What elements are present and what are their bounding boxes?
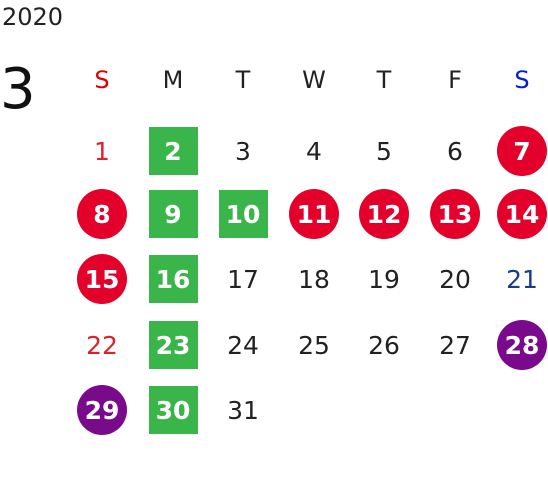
- day-cell[interactable]: 11: [289, 189, 339, 239]
- day-cell[interactable]: 26: [368, 330, 400, 360]
- year-label: 2020: [2, 3, 64, 31]
- day-cell[interactable]: 9: [148, 190, 198, 238]
- day-cell[interactable]: 17: [227, 264, 259, 294]
- day-cell[interactable]: 4: [306, 136, 322, 166]
- day-cell[interactable]: 8: [77, 189, 127, 239]
- day-cell[interactable]: 21: [506, 264, 538, 294]
- weekday-header: S: [514, 66, 530, 94]
- day-cell[interactable]: 16: [148, 255, 198, 303]
- weekday-header: T: [235, 66, 251, 94]
- day-cell[interactable]: 14: [497, 189, 547, 239]
- day-cell[interactable]: 28: [497, 320, 547, 370]
- day-cell[interactable]: 2: [148, 127, 198, 175]
- weekday-header: W: [302, 66, 326, 94]
- day-cell[interactable]: 23: [148, 321, 198, 369]
- day-cell[interactable]: 18: [298, 264, 330, 294]
- day-cell[interactable]: 15: [77, 254, 127, 304]
- day-cell[interactable]: 24: [227, 330, 259, 360]
- day-cell[interactable]: 10: [218, 190, 268, 238]
- day-cell[interactable]: 12: [359, 189, 409, 239]
- day-cell[interactable]: 1: [94, 136, 110, 166]
- day-cell[interactable]: 5: [376, 136, 392, 166]
- day-cell[interactable]: 31: [227, 395, 259, 425]
- weekday-header: M: [162, 66, 184, 94]
- day-cell[interactable]: 6: [447, 136, 463, 166]
- day-cell[interactable]: 30: [148, 386, 198, 434]
- weekday-header: T: [376, 66, 392, 94]
- day-cell[interactable]: 27: [439, 330, 471, 360]
- day-cell[interactable]: 25: [298, 330, 330, 360]
- day-cell[interactable]: 7: [497, 126, 547, 176]
- day-cell[interactable]: 3: [235, 136, 251, 166]
- day-cell[interactable]: 13: [430, 189, 480, 239]
- day-cell[interactable]: 22: [86, 330, 118, 360]
- weekday-header: F: [448, 66, 462, 94]
- day-cell[interactable]: 19: [368, 264, 400, 294]
- weekday-header: S: [94, 66, 110, 94]
- day-cell[interactable]: 20: [439, 264, 471, 294]
- day-cell[interactable]: 29: [77, 385, 127, 435]
- month-number: 3: [0, 57, 36, 122]
